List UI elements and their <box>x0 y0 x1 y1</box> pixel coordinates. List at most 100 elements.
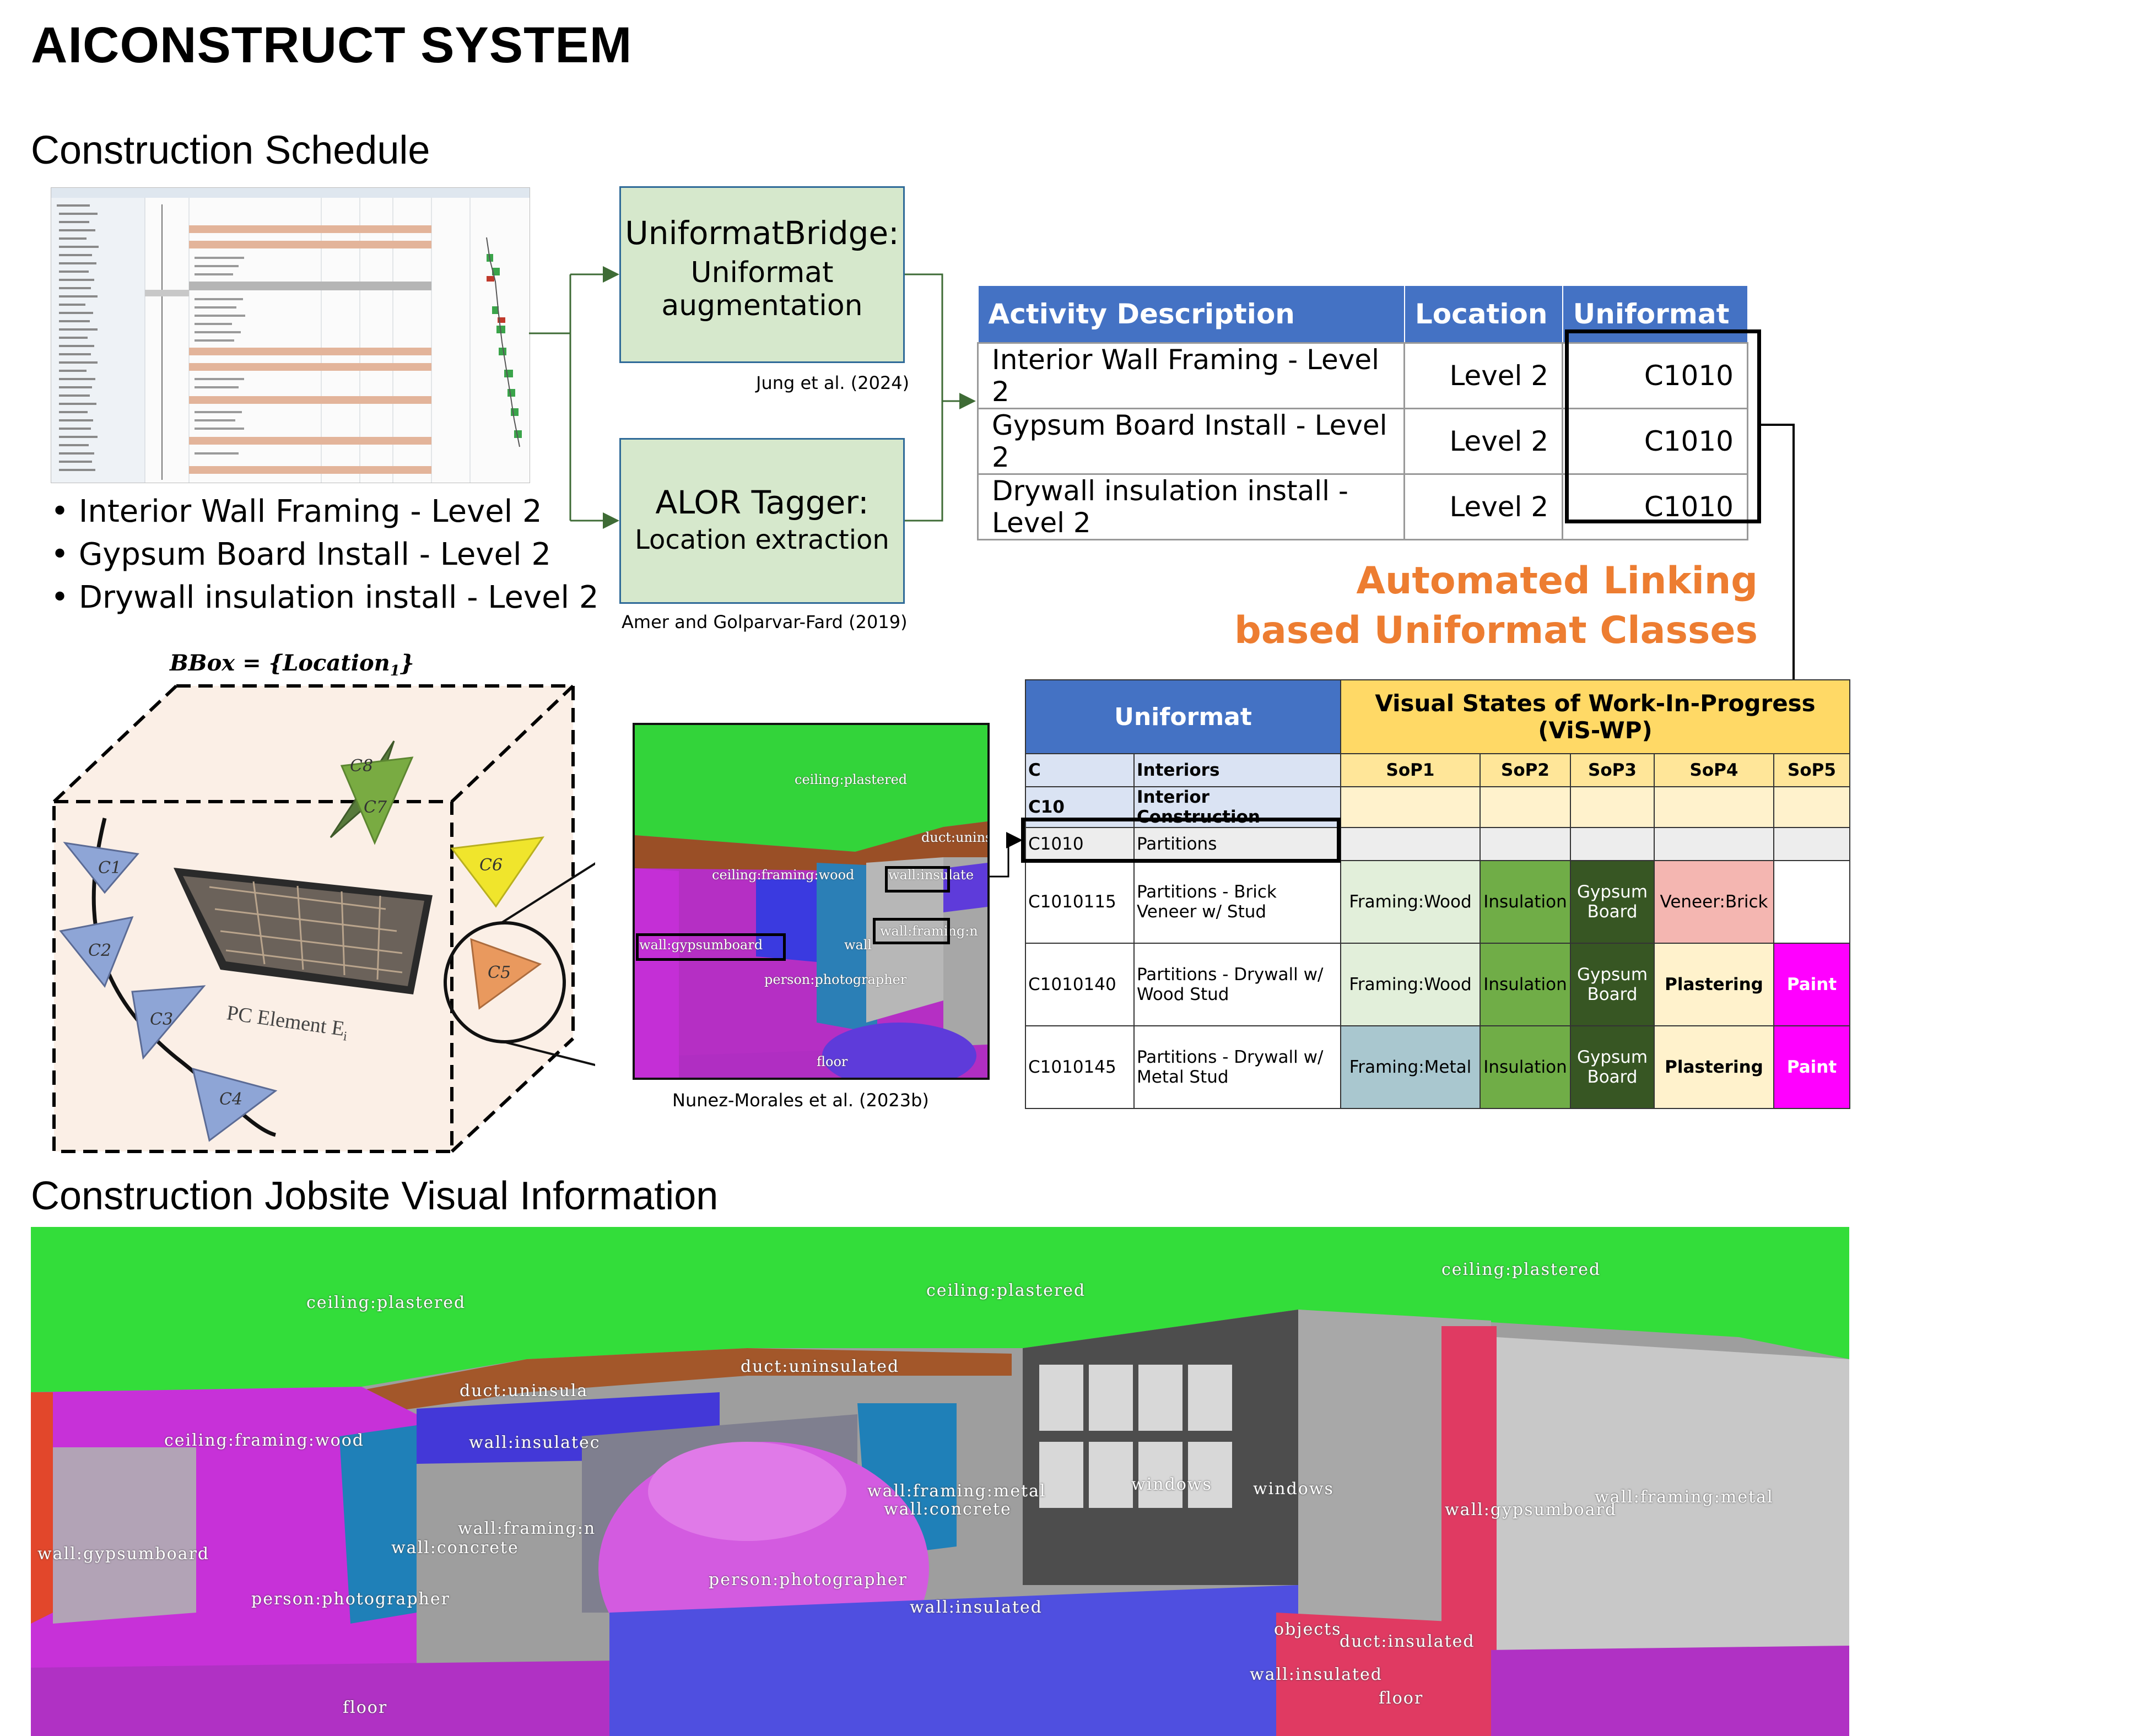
camera-label: C7 <box>364 798 387 817</box>
state-cell: Gypsum Board <box>1570 860 1655 944</box>
panorama-label: person:photographer <box>251 1589 450 1609</box>
segmentation-thumbnail: ceiling:plastered duct:uninsula ceiling:… <box>633 723 990 1080</box>
state-cell: Insulation <box>1480 860 1571 944</box>
panorama-label: ceiling:plastered <box>306 1293 466 1312</box>
panorama-label: wall:framing:metal <box>867 1481 1046 1501</box>
automated-linking-text: Automated Linking based Uniformat Classe… <box>1201 556 1758 656</box>
column-header: Location <box>1403 285 1563 344</box>
state-cell: Plastering <box>1654 1025 1774 1109</box>
sop-header: SoP1 <box>1340 753 1481 787</box>
uniformat-bridge-title: UniformatBridge: <box>625 214 899 252</box>
section-title-jobsite: Construction Jobsite Visual Information <box>31 1174 719 1218</box>
sop-header: SoP3 <box>1570 753 1655 787</box>
panorama-label: windows <box>1253 1479 1334 1499</box>
bullet-item: • Drywall insulation install - Level 2 <box>51 580 599 615</box>
camera-label: C4 <box>219 1090 242 1109</box>
uniformat-bridge-box: UniformatBridge: Uniformat augmentation <box>619 186 905 363</box>
state-cell: Insulation <box>1480 1025 1571 1109</box>
panorama-label: wall:gypsumboard <box>1445 1500 1617 1519</box>
state-cell: Gypsum Board <box>1570 1025 1655 1109</box>
seg-label: person:photographer <box>764 972 907 987</box>
name-cell: Partitions - Brick Veneer w/ Stud <box>1133 860 1341 944</box>
uniformat-cell: C1010 <box>1562 408 1748 475</box>
sop-header: SoP4 <box>1654 753 1774 787</box>
table-row: Drywall insulation install - Level 2 Lev… <box>976 473 1748 540</box>
panorama-label: floor <box>1379 1689 1424 1708</box>
uniformat-bridge-citation: Jung et al. (2024) <box>756 372 910 393</box>
panorama-label: windows <box>1131 1475 1212 1494</box>
panorama-label: ceiling:plastered <box>1441 1260 1601 1279</box>
state-cell: Gypsum Board <box>1570 943 1655 1026</box>
alor-tagger-title: ALOR Tagger: <box>655 484 869 521</box>
panorama-label: duct:uninsula <box>460 1381 588 1400</box>
panorama-label: wall:insulatec <box>469 1433 601 1452</box>
alor-tagger-citation: Amer and Golparvar-Fard (2019) <box>622 612 908 632</box>
activity-cell: Gypsum Board Install - Level 2 <box>976 408 1406 475</box>
code-cell: C1010 <box>1025 827 1135 861</box>
activity-table-header-row: Activity Description Location Uniformat <box>977 285 1748 344</box>
schedule-bullet-list: • Interior Wall Framing - Level 2 • Gyps… <box>51 490 599 619</box>
alor-tagger-line1: Location extraction <box>635 524 889 555</box>
code-cell: C <box>1025 753 1135 787</box>
code-cell: C1010145 <box>1025 1025 1135 1109</box>
bbox-label: BBox = {Location1} <box>170 650 414 679</box>
column-header: Uniformat <box>1562 285 1748 344</box>
camera-c7-icon <box>340 756 414 845</box>
segmentation-citation: Nunez-Morales et al. (2023b) <box>672 1090 929 1111</box>
panorama-label: wall:framing:n <box>458 1519 596 1538</box>
seg-highlight-box <box>636 933 786 961</box>
camera-label: C5 <box>488 963 511 982</box>
automated-linking-line2: based Uniformat Classes <box>1234 609 1758 652</box>
state-cell: Framing:Wood <box>1340 860 1481 944</box>
seg-label: wall:insulate <box>888 867 974 883</box>
bullet-item: • Gypsum Board Install - Level 2 <box>51 537 551 572</box>
segmentation-image <box>635 725 987 1078</box>
uniformat-header: Uniformat <box>1025 679 1341 754</box>
camera-label: C6 <box>479 856 503 875</box>
camera-c1-icon <box>63 841 139 894</box>
panorama-label: ceiling:plastered <box>926 1281 1086 1300</box>
table-row: C1010140 Partitions - Drywall w/ Wood St… <box>1025 943 1851 1026</box>
uniformat-bridge-line1: Uniformat <box>690 256 834 289</box>
code-cell: C1010115 <box>1025 860 1135 944</box>
panorama-label: wall:framing:metal <box>1595 1488 1774 1507</box>
table-row: C1010145 Partitions - Drywall w/ Metal S… <box>1025 1025 1851 1109</box>
code-cell: C1010140 <box>1025 943 1135 1026</box>
camera-c3-icon <box>131 985 206 1060</box>
bbox-cube-diagram: PC Element Ei C1 C2 C3 C4 C5 C6 C7 C8 <box>52 684 595 1153</box>
table-row: C1010 Partitions <box>1025 827 1851 861</box>
activity-table: Activity Description Location Uniformat … <box>976 285 1748 540</box>
panorama-label: wall:concrete <box>884 1500 1012 1519</box>
seg-label: wall:gypsumboard <box>639 937 763 953</box>
uniformat-highlight-box <box>1565 329 1761 523</box>
section-title-schedule: Construction Schedule <box>31 128 430 172</box>
camera-c2-icon <box>59 916 134 988</box>
seg-label: wall:framing:n <box>880 923 978 939</box>
location-cell: Level 2 <box>1403 473 1564 540</box>
state-cell: Framing:Metal <box>1340 1025 1481 1109</box>
activity-cell: Drywall insulation install - Level 2 <box>976 473 1406 540</box>
camera-c5-icon <box>470 938 542 1010</box>
table-row: Interior Wall Framing - Level 2 Level 2 … <box>976 342 1748 409</box>
panorama-label: duct:uninsulated <box>741 1357 900 1376</box>
state-cell: Plastering <box>1654 943 1774 1026</box>
seg-label: floor <box>817 1054 848 1069</box>
activity-cell: Interior Wall Framing - Level 2 <box>976 342 1406 409</box>
state-cell: Paint <box>1773 943 1851 1026</box>
alor-tagger-box: ALOR Tagger: Location extraction <box>619 438 905 604</box>
table-row: C10 Interior Construction <box>1025 786 1851 828</box>
seg-highlight-box <box>885 866 950 893</box>
jobsite-panorama: ceiling:plastered ceiling:plastered ceil… <box>31 1227 1849 1736</box>
name-cell: Partitions - Drywall w/ Wood Stud <box>1133 943 1341 1026</box>
panorama-label: wall:concrete <box>391 1538 519 1557</box>
seg-label: wall <box>844 937 872 953</box>
state-cell: Veneer:Brick <box>1654 860 1774 944</box>
panorama-label: wall:insulated <box>910 1598 1043 1617</box>
panorama-label: duct:insulated <box>1340 1632 1475 1651</box>
state-cell <box>1773 860 1851 944</box>
state-cell: Paint <box>1773 1025 1851 1109</box>
partitions-highlight-box <box>1021 818 1341 863</box>
table-row: C1010115 Partitions - Brick Veneer w/ St… <box>1025 860 1851 944</box>
panorama-label: ceiling:framing:wood <box>164 1431 364 1450</box>
camera-label: C8 <box>350 756 373 776</box>
